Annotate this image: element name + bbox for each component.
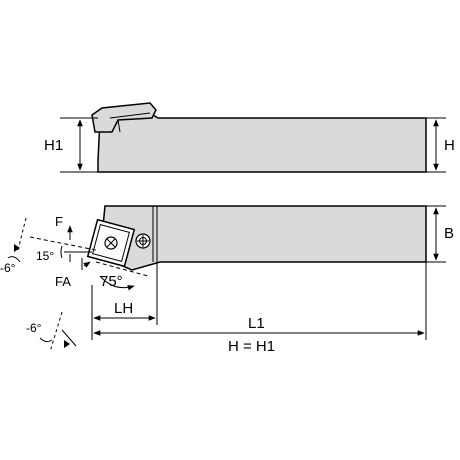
top-view: B F 15° FA 75° -6° <box>0 205 454 291</box>
angle-neg6-bottom: -6° <box>26 311 77 353</box>
side-view: H1 H <box>44 102 455 173</box>
bottom-dimensions: LH L1 H = H1 -6° <box>26 262 427 355</box>
angle-neg6-top: -6° <box>0 217 27 275</box>
l1-label: L1 <box>248 315 265 332</box>
angle-neg6-top-label: -6° <box>0 261 16 275</box>
b-label: B <box>444 225 454 242</box>
clamp-screw-icon <box>135 233 151 249</box>
angle-75-label: 75° <box>100 273 123 290</box>
h-label: H <box>444 137 455 154</box>
insert-screw-icon <box>104 236 118 250</box>
f-label: F <box>55 214 63 229</box>
angle-neg6-bottom-label: -6° <box>26 321 42 335</box>
h-eq-h1-label: H = H1 <box>228 338 275 355</box>
lh-label: LH <box>114 300 133 317</box>
angle-15-label: 15° <box>36 249 54 263</box>
side-view-shank <box>97 111 427 173</box>
fa-label: FA <box>55 274 71 289</box>
h1-label: H1 <box>44 137 63 154</box>
side-view-insert <box>91 102 157 133</box>
